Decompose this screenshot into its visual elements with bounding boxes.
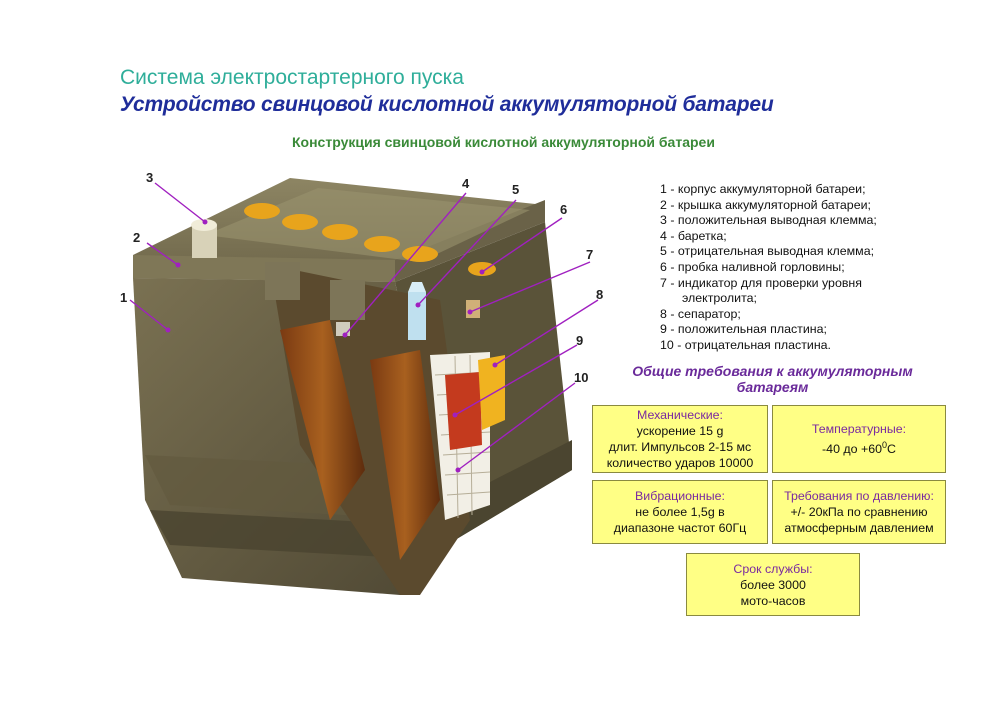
callout-4: 4 [462, 176, 470, 191]
pressure-line: +/- 20кПа по сравнению [790, 505, 928, 519]
callout-2: 2 [133, 230, 141, 245]
page-title: Система электростартерного пуска [120, 66, 464, 89]
temperature-requirements-box: Температурные: -40 до +600С [772, 405, 946, 473]
vibration-line: диапазоне частот 60Гц [613, 521, 747, 535]
diagram-title: Конструкция свинцовой кислотной аккумуля… [292, 134, 715, 150]
mechanical-line: ускорение 15 g [636, 424, 724, 438]
requirements-title: Общие требования к аккумуляторным батаре… [632, 363, 913, 395]
cutaway-interior [265, 262, 505, 595]
positive-terminal [191, 219, 217, 258]
mechanical-requirements-box: Механические: ускорение 15 g длит. Импул… [592, 405, 768, 473]
callout-6: 6 [560, 202, 568, 217]
lifetime-requirements-box: Срок службы: более 3000 мото-часов [686, 553, 860, 616]
vibration-heading: Вибрационные: [635, 489, 725, 503]
mechanical-line: длит. Импульсов 2-15 мс [608, 440, 752, 454]
legend-item: 3 - положительная выводная клемма; [660, 213, 877, 228]
page-subtitle: Устройство свинцовой кислотной аккумулят… [120, 93, 774, 116]
legend-item: 2 - крышка аккумуляторной батареи; [660, 197, 871, 212]
mechanical-heading: Механические: [636, 408, 723, 422]
legend-item: 10 - отрицательная пластина. [660, 337, 831, 352]
pressure-requirements-box: Требования по давлению: +/- 20кПа по сра… [772, 480, 946, 544]
vent-caps [244, 203, 496, 276]
vibration-requirements-box: Вибрационные: не более 1,5g в диапазоне … [592, 480, 768, 544]
lifetime-line: более 3000 [740, 577, 806, 592]
legend-item: 5 - отрицательная выводная клемма; [660, 244, 875, 259]
pressure-heading: Требования по давлению: [784, 489, 934, 503]
legend-item: 8 - сепаратор; [660, 306, 741, 321]
legend-item-continuation: электролита; [682, 291, 757, 306]
callout-9: 9 [576, 333, 584, 348]
temperature-value: -40 до +600С [822, 439, 896, 457]
callout-3: 3 [146, 170, 154, 185]
legend-item: 7 - индикатор для проверки уровня [660, 275, 862, 290]
legend-item: 1 - корпус аккумуляторной батареи; [660, 182, 866, 196]
callout-5: 5 [512, 182, 520, 197]
lifetime-line: мото-часов [740, 593, 806, 608]
callout-lines [129, 182, 599, 471]
vibration-line: не более 1,5g в [635, 505, 725, 519]
callout-1: 1 [120, 290, 128, 305]
legend-item: 6 - пробка наливной горловины; [660, 259, 845, 274]
legend-item: 9 - положительная пластина; [660, 322, 827, 337]
mechanical-line: количество ударов 10000 [606, 456, 754, 470]
parts-legend: 1 - корпус аккумуляторной батареи; 2 - к… [660, 182, 877, 354]
callout-10: 10 [574, 370, 589, 385]
legend-item: 4 - баретка; [660, 228, 727, 243]
callout-7: 7 [586, 247, 594, 262]
lifetime-heading: Срок службы: [733, 561, 813, 576]
pressure-line: атмосферным давлением [784, 521, 934, 535]
callout-dots [165, 219, 498, 473]
temperature-heading: Температурные: [811, 421, 907, 436]
callout-8: 8 [596, 287, 604, 302]
